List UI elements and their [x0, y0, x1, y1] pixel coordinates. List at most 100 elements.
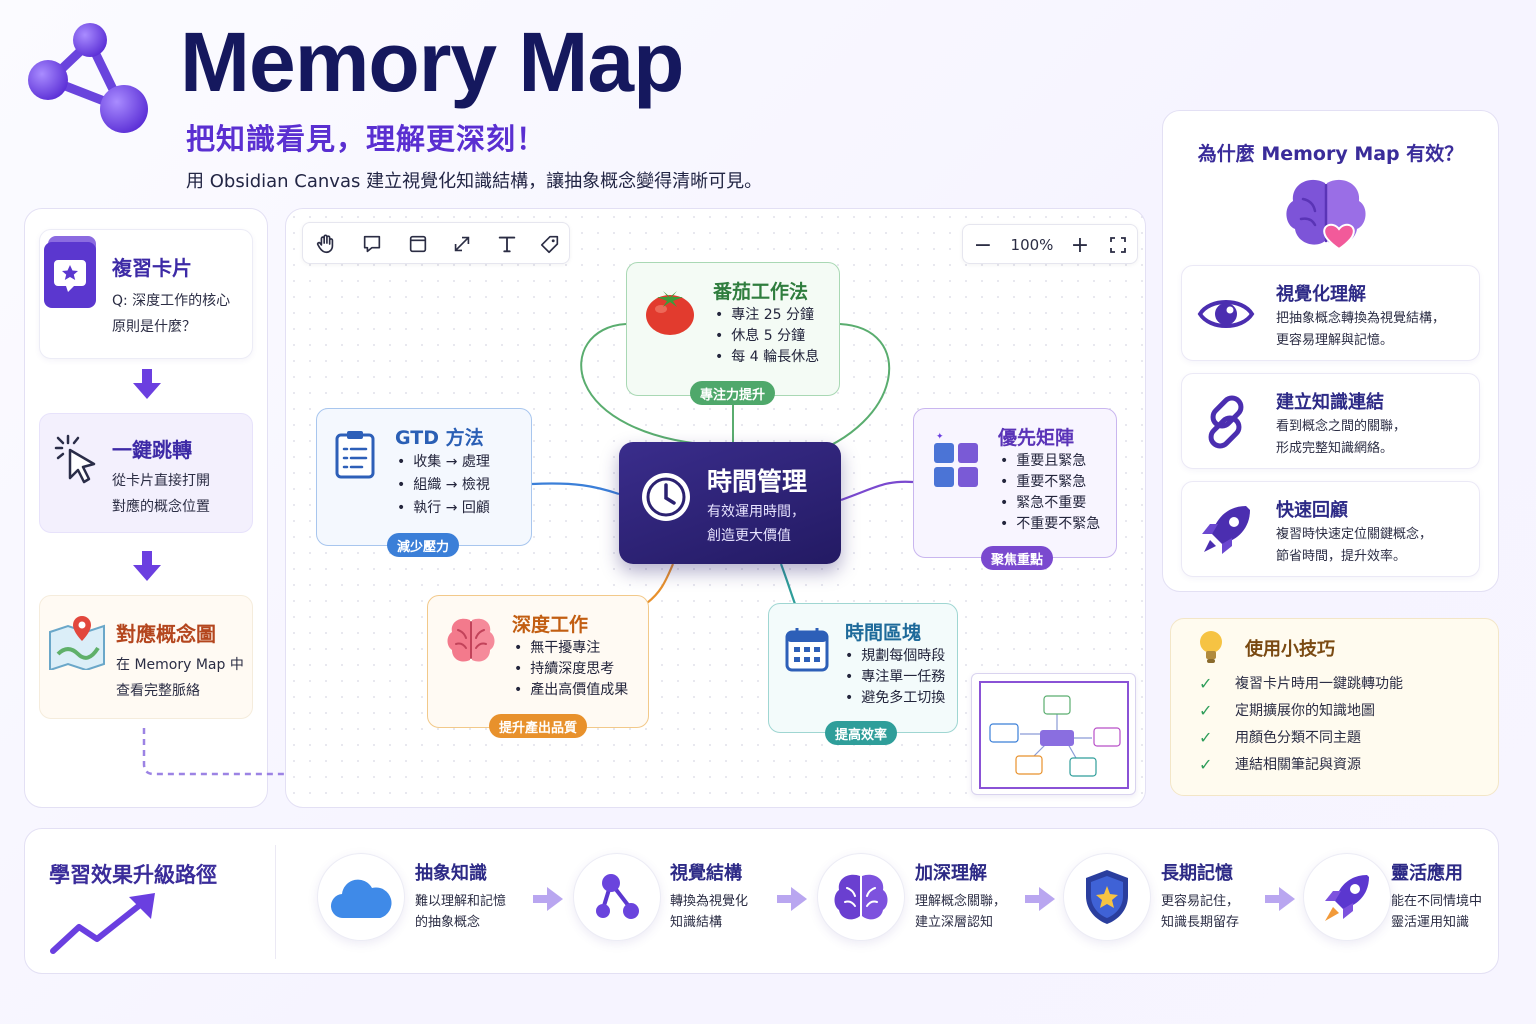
- clipboard-icon: [335, 431, 375, 479]
- gtd-bullets: 收集 → 處理 組織 → 檢視 執行 → 回顧: [397, 451, 490, 520]
- one-click-jump-card[interactable]: 一鍵跳轉 從卡片直接打開 對應的概念位置: [39, 413, 253, 533]
- canvas-toolbar: [302, 222, 570, 264]
- step-desc: 難以理解和記憶 的抽象概念: [415, 894, 507, 930]
- bullet-item: 無干擾專注: [514, 638, 628, 659]
- deep-work-title: 深度工作: [512, 614, 589, 636]
- benefit-desc: 把抽象概念轉換為視覺結構， 更容易理解與記憶。: [1276, 311, 1446, 348]
- step-title: 視覺結構: [670, 863, 742, 884]
- check-icon: ✓: [1199, 727, 1213, 747]
- bullet-item: 重要且緊急: [1000, 451, 1100, 472]
- bullet-item: 持續深度思考: [514, 659, 628, 680]
- benefit-title: 視覺化理解: [1276, 284, 1366, 305]
- why-title: 為什麼 Memory Map 有效？: [1197, 143, 1464, 165]
- time-blocking-bullets: 規劃每個時段 專注單一任務 避免多工切換: [845, 646, 945, 709]
- eye-icon: [1197, 300, 1255, 328]
- subtitle: 用 Obsidian Canvas 建立視覺化知識結構，讓抽象概念變得清晰可見。: [186, 171, 763, 192]
- divider: [275, 845, 276, 959]
- rocket-icon: [1325, 875, 1369, 921]
- connector-tool-icon[interactable]: [449, 231, 475, 257]
- bullet-item: 產出高價值成果: [514, 680, 628, 701]
- bullet-item: 避免多工切換: [845, 688, 945, 709]
- concept-map-title: 對應概念圖: [116, 622, 216, 646]
- step-title: 抽象知識: [415, 863, 487, 884]
- learning-path-title: 學習效果升級路徑: [49, 863, 217, 887]
- rocket-icon: [1202, 506, 1250, 554]
- zoom-controls: − 100% +: [962, 224, 1138, 264]
- learning-path-panel: 學習效果升級路徑 抽象知識 難以理解和記憶 的抽象概念 視覺結構 轉換為視覺化 …: [24, 828, 1499, 974]
- app-title: Memory Map: [180, 15, 684, 109]
- tip-text: 複習卡片時用一鍵跳轉功能: [1235, 676, 1403, 692]
- shield-icon: [1086, 870, 1128, 924]
- bullet-item: 收集 → 處理: [397, 451, 490, 474]
- tip-item: ✓ 複習卡片時用一鍵跳轉功能: [1199, 673, 1403, 693]
- cloud-icon: [330, 879, 392, 919]
- review-card-question: Q: 深度工作的核心 原則是什麼？: [112, 293, 231, 335]
- check-icon: ✓: [1199, 700, 1213, 720]
- tip-text: 連結相關筆記與資源: [1235, 757, 1361, 773]
- bullet-item: 規劃每個時段: [845, 646, 945, 667]
- usage-tips-panel: 使用小技巧 ✓複習卡片時用一鍵跳轉功能 ✓定期擴展你的知識地圖 ✓用顏色分類不同…: [1170, 618, 1499, 796]
- concept-map-card[interactable]: 對應概念圖 在 Memory Map 中 查看完整脈絡: [39, 595, 253, 719]
- tag-focus-key: 聚焦重點: [981, 546, 1054, 570]
- benefit-knowledge-links: 建立知識連結 看到概念之間的關聯， 形成完整知識網絡。: [1181, 373, 1480, 469]
- node-pomodoro[interactable]: 番茄工作法 專注 25 分鐘 休息 5 分鐘 每 4 輪長休息: [626, 262, 840, 396]
- svg-text:✦: ✦: [936, 432, 944, 442]
- text-tool-icon[interactable]: [494, 231, 520, 257]
- step-title: 加深理解: [915, 863, 987, 884]
- minimap-preview: [979, 681, 1129, 789]
- node-priority-matrix[interactable]: ✦ 優先矩陣 重要且緊急 重要不緊急 緊急不重要 不重要不緊急: [913, 408, 1117, 558]
- tip-item: ✓用顏色分類不同主題: [1199, 727, 1361, 747]
- check-icon: ✓: [1199, 673, 1213, 693]
- bullet-item: 休息 5 分鐘: [715, 326, 819, 347]
- node-deep-work[interactable]: 深度工作 無干擾專注 持續深度思考 產出高價值成果: [427, 595, 649, 728]
- zoom-out-button[interactable]: −: [973, 232, 993, 258]
- step-circle: [817, 853, 905, 941]
- benefit-visual-understanding: 視覺化理解 把抽象概念轉換為視覺結構， 更容易理解與記憶。: [1181, 265, 1480, 361]
- bullet-item: 不重要不緊急: [1000, 514, 1100, 535]
- benefit-title: 建立知識連結: [1276, 392, 1384, 413]
- trend-up-icon: [50, 893, 155, 954]
- priority-matrix-bullets: 重要且緊急 重要不緊急 緊急不重要 不重要不緊急: [1000, 451, 1100, 535]
- tag-less-stress: 減少壓力: [387, 533, 460, 557]
- node-time-blocking[interactable]: 時間區塊 規劃每個時段 專注單一任務 避免多工切換: [768, 603, 958, 733]
- card-tool-icon[interactable]: [359, 231, 385, 257]
- bullet-item: 緊急不重要: [1000, 493, 1100, 514]
- tip-item: ✓ 定期擴展你的知識地圖: [1199, 700, 1375, 720]
- right-arrow-icon: [533, 887, 563, 911]
- bullet-item: 專注 25 分鐘: [715, 305, 819, 326]
- hand-tool-icon[interactable]: [313, 231, 339, 257]
- brain-icon: [447, 618, 495, 662]
- tag-efficiency: 提高效率: [825, 721, 898, 745]
- matrix-grid-icon: ✦: [934, 432, 978, 487]
- step-desc: 能在不同情境中 靈活運用知識: [1391, 894, 1483, 930]
- node-gtd[interactable]: GTD 方法 收集 → 處理 組織 → 檢視 執行 → 回顧: [316, 408, 532, 546]
- fullscreen-icon[interactable]: [1103, 225, 1133, 265]
- right-arrow-icon: [1025, 887, 1055, 911]
- bullet-item: 專注單一任務: [845, 667, 945, 688]
- why-effective-panel: 為什麼 Memory Map 有效？ 視覺化理解 把抽象概念轉換為視覺結構， 更…: [1162, 110, 1499, 592]
- pomodoro-title: 番茄工作法: [713, 281, 809, 303]
- click-cursor-icon: [54, 434, 96, 484]
- center-subtitle: 有效運用時間， 創造更大價值: [707, 504, 805, 544]
- tag-output-quality: 提升產出品質: [489, 714, 588, 738]
- bullet-item: 重要不緊急: [1000, 472, 1100, 493]
- bullet-item: 執行 → 回顧: [397, 497, 490, 520]
- step-circle: [1303, 853, 1391, 941]
- tip-text: 定期擴展你的知識地圖: [1235, 703, 1375, 719]
- concept-map-text: 在 Memory Map 中 查看完整脈絡: [116, 657, 244, 699]
- group-tool-icon[interactable]: [405, 231, 431, 257]
- review-card[interactable]: 複習卡片 Q: 深度工作的核心 原則是什麼？: [39, 229, 253, 359]
- tag-focus: 專注力提升: [690, 381, 776, 405]
- bullet-item: 組織 → 檢視: [397, 474, 490, 497]
- node-center-time-management[interactable]: 時間管理 有效運用時間， 創造更大價值: [619, 442, 841, 564]
- link-icon: [1208, 395, 1244, 449]
- pomodoro-bullets: 專注 25 分鐘 休息 5 分鐘 每 4 輪長休息: [715, 305, 819, 368]
- tag-tool-icon[interactable]: [537, 231, 563, 257]
- tomato-icon: [646, 291, 694, 335]
- canvas-minimap[interactable]: [971, 673, 1136, 795]
- zoom-in-button[interactable]: +: [1070, 232, 1090, 258]
- lightbulb-icon: [1200, 631, 1222, 663]
- step-desc: 轉換為視覺化 知識結構: [670, 894, 749, 930]
- flashcard-icon: [44, 236, 96, 308]
- time-blocking-title: 時間區塊: [845, 622, 922, 644]
